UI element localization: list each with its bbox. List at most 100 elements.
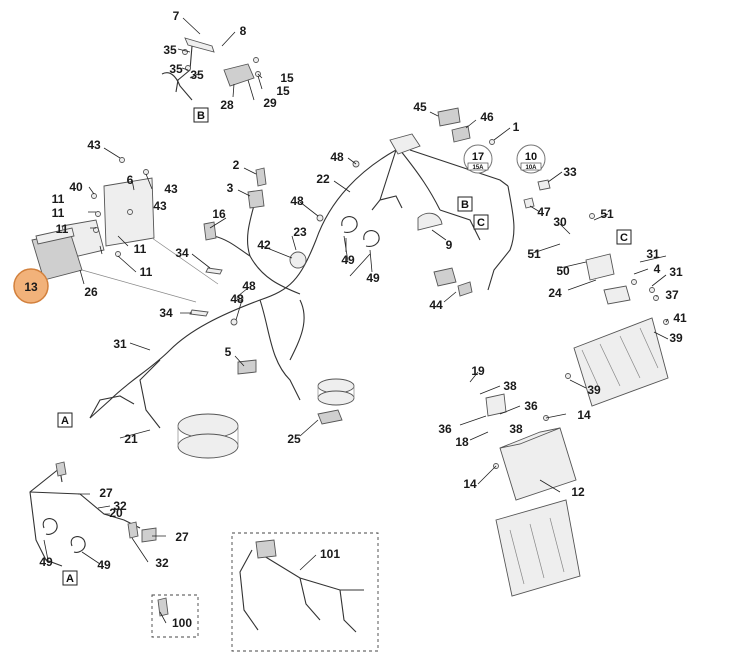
callout-15: 15 xyxy=(276,84,290,98)
callout-4: 4 xyxy=(654,262,661,276)
callout-1: 1 xyxy=(513,120,520,134)
callout-labels: 7 8 35 35 35 15 15 28 29 45 46 1 43 6 43… xyxy=(24,9,687,630)
view-marker-b-main: B xyxy=(457,196,473,212)
callout-25: 25 xyxy=(287,432,301,446)
callout-45: 45 xyxy=(413,100,427,114)
callout-15: 15 xyxy=(280,71,294,85)
callout-7: 7 xyxy=(173,9,180,23)
callout-48: 48 xyxy=(330,150,344,164)
view-marker-a-main: A xyxy=(57,412,73,428)
callout-27: 27 xyxy=(99,486,113,500)
callout-36: 36 xyxy=(438,422,452,436)
callout-32: 32 xyxy=(155,556,169,570)
view-marker-c-right: C xyxy=(616,229,632,245)
callout-20: 20 xyxy=(109,506,123,520)
callout-47: 47 xyxy=(537,205,551,219)
callout-38: 38 xyxy=(509,422,523,436)
highlight-marker-13 xyxy=(13,268,49,304)
callout-3: 3 xyxy=(227,181,234,195)
callout-6: 6 xyxy=(127,173,134,187)
callout-36: 36 xyxy=(524,399,538,413)
view-marker-a-sub: A xyxy=(62,570,78,586)
callout-42: 42 xyxy=(257,238,271,252)
callout-43: 43 xyxy=(87,138,101,152)
callout-12: 12 xyxy=(571,485,585,499)
callout-46: 46 xyxy=(480,110,494,124)
clutch-discs xyxy=(177,378,355,459)
callout-38: 38 xyxy=(503,379,517,393)
main-harness xyxy=(89,107,551,429)
callout-43: 43 xyxy=(153,199,167,213)
svg-text:A: A xyxy=(66,573,74,585)
fuse-10-rating: 10A xyxy=(525,165,537,171)
view-marker-c-main: C xyxy=(473,214,489,230)
callout-2: 2 xyxy=(233,158,240,172)
callout-11: 11 xyxy=(134,242,147,256)
callout-43: 43 xyxy=(164,182,178,196)
callout-32: 32 xyxy=(113,499,127,513)
callout-49: 49 xyxy=(341,253,355,267)
callout-50: 50 xyxy=(556,264,570,278)
callout-11: 11 xyxy=(52,206,65,220)
callout-26: 26 xyxy=(84,285,98,299)
battery-tray-assembly xyxy=(485,213,669,597)
callout-21: 21 xyxy=(124,432,138,446)
callout-48: 48 xyxy=(242,279,256,293)
callout-31: 31 xyxy=(113,337,127,351)
callout-13: 13 xyxy=(24,280,38,294)
callout-31: 31 xyxy=(646,247,660,261)
svg-text:C: C xyxy=(477,217,485,229)
svg-text:B: B xyxy=(461,199,469,211)
callout-14: 14 xyxy=(463,477,477,491)
inset-101-harness xyxy=(239,539,364,633)
callout-31: 31 xyxy=(669,265,683,279)
callout-48: 48 xyxy=(290,194,304,208)
callout-33: 33 xyxy=(563,165,577,179)
callout-29: 29 xyxy=(263,96,277,110)
view-marker-b-top: B xyxy=(193,107,209,123)
callout-11: 11 xyxy=(140,265,153,279)
callout-51: 51 xyxy=(600,207,614,221)
callout-35: 35 xyxy=(163,43,177,57)
inset-box-101 xyxy=(231,532,379,652)
callout-39: 39 xyxy=(587,383,601,397)
callout-22: 22 xyxy=(316,172,330,186)
callout-100: 100 xyxy=(172,616,192,630)
callout-34: 34 xyxy=(175,246,189,260)
callout-27: 27 xyxy=(175,530,189,544)
callout-37: 37 xyxy=(665,288,679,302)
callout-41: 41 xyxy=(673,311,687,325)
callout-44: 44 xyxy=(429,298,443,312)
callout-49: 49 xyxy=(366,271,380,285)
callout-34: 34 xyxy=(159,306,173,320)
svg-text:A: A xyxy=(61,415,69,427)
callout-11: 11 xyxy=(56,222,69,236)
callout-35: 35 xyxy=(169,62,183,76)
fuse-17-number: 17 xyxy=(472,151,484,163)
callout-18: 18 xyxy=(455,435,469,449)
callout-8: 8 xyxy=(240,24,247,38)
callout-28: 28 xyxy=(220,98,234,112)
callout-51: 51 xyxy=(527,247,541,261)
inset-box-100 xyxy=(151,594,199,638)
wire-clips xyxy=(42,216,380,553)
callout-35: 35 xyxy=(190,68,204,82)
callout-48: 48 xyxy=(230,292,244,306)
subassembly-b-top xyxy=(161,17,263,101)
callout-23: 23 xyxy=(293,225,307,239)
svg-text:C: C xyxy=(620,232,628,244)
callout-39: 39 xyxy=(669,331,683,345)
callout-30: 30 xyxy=(553,215,567,229)
callout-49: 49 xyxy=(97,558,111,572)
callout-49: 49 xyxy=(39,555,53,569)
callout-14: 14 xyxy=(577,408,591,422)
fuse-17-rating: 15A xyxy=(472,165,484,171)
svg-text:B: B xyxy=(197,110,205,122)
callout-16: 16 xyxy=(212,207,226,221)
leader-lines xyxy=(43,111,669,624)
subharness-a xyxy=(29,461,157,567)
callout-11: 11 xyxy=(52,192,65,206)
callout-40: 40 xyxy=(69,180,83,194)
control-module-assembly xyxy=(31,147,219,303)
